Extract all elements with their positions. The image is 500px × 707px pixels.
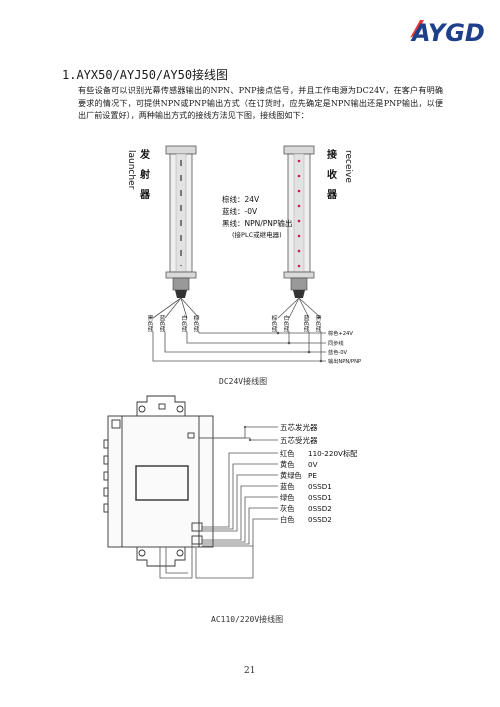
receiver-light-curtain: 接 收 器 receive [283,145,353,298]
bus-label-sync: 同步线 [328,339,344,347]
legend-blue: 蓝线：-0V [222,206,258,216]
receiver-label-char-1: 接 [327,148,337,161]
brand-logo-mark: AYGD [410,19,485,47]
ac-wire-value: 0SSD2 [308,504,332,513]
emitter-label-en: launcher [126,150,136,190]
ac-wire-value: 0SSD2 [308,515,332,524]
emitter-label-char-1: 发 [139,148,151,161]
emitter-wire-blue: 蓝色线 [158,314,165,333]
ac-label-emitter: 五芯发光器 [280,422,318,432]
ac-wire-color: 白色 [280,515,294,524]
brand-logo: AYGD [408,14,488,47]
receiver-wire-white: 白色线 [282,314,289,333]
ac-wire-value: PE [308,471,317,480]
intro-paragraph: 有些设备可以识别光幕传感器输出的NPN、PNP接点信号，并且工作电源为DC24V… [78,85,443,121]
receiver-label-char-3: 器 [326,189,338,201]
ac-wire-color: 红色 [280,449,294,458]
receiver-wire-black: 黑色线 [314,315,321,333]
bus-label-output: 输出NPN/PNP [328,357,361,365]
emitter-wire-black: 黑色线 [146,315,153,333]
bus-label-24v: 棕色+24V [328,329,353,337]
ac-wire-value: 0SSD1 [308,493,332,502]
ac-wire-value: 0SSD1 [308,482,332,491]
receiver-label-en: receive [343,150,353,183]
ac-wire-color: 黄绿色 [280,471,302,480]
controller-box [103,395,214,567]
emitter-wire-brown: 棕色线 [192,314,199,333]
emitter-label-char-3: 器 [139,189,151,201]
ac-wire-color: 蓝色 [280,482,294,491]
legend-note: (接PLC或继电器) [232,230,282,239]
ac-wire-color: 灰色 [280,504,294,513]
section-title: 1.AYX50/AYJ50/AY50接线图 [62,68,229,82]
emitter-wire-white: 白色线 [180,314,187,333]
receiver-wire-brown: 棕色线 [270,314,277,333]
emitter-light-curtain: 发 射 器 launcher [126,145,197,298]
ac-wire-value: 110-220V标配 [308,449,357,458]
ac-caption: AC110/220V接线图 [211,615,284,624]
ac-label-receiver: 五芯受光器 [280,435,318,445]
brand-logo-text: AYGD [410,19,485,46]
ac-wire-color: 黄色 [280,460,294,469]
bus-label-0v: 蓝色-0V [328,348,348,356]
legend-black: 黑线：NPN/PNP输出 [222,218,292,228]
receiver-label-char-2: 收 [327,168,337,181]
emitter-label-char-2: 射 [139,168,150,181]
page-number: 21 [244,666,256,676]
ac-wire-value: 0V [308,460,318,469]
ac-wire-color: 绿色 [280,493,294,502]
legend-brown: 棕线：24V [222,194,260,204]
receiver-wire-blue: 蓝色线 [302,314,309,333]
dc24v-caption: DC24V接线图 [219,377,268,386]
